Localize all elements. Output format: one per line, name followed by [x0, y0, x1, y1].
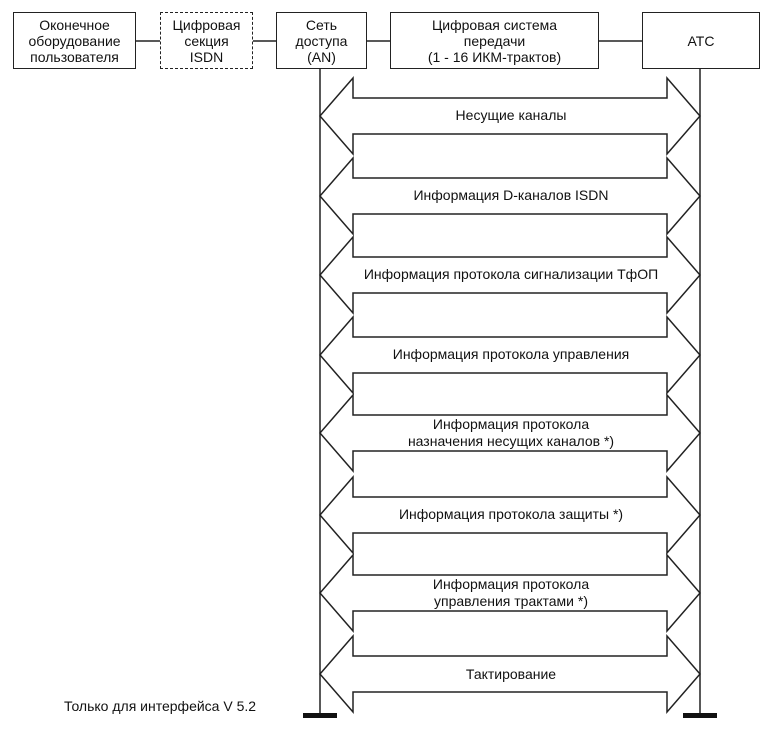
double-arrow-5 [319, 392, 701, 474]
terminal-equipment-label: Оконечное оборудование пользователя [28, 16, 121, 65]
terminal-equipment-box: Оконечное оборудование пользователя [13, 12, 136, 69]
flow-label-link-control: Информация протокола управления трактами… [432, 576, 590, 609]
footnote-v52-only: Только для интерфейса V 5.2 [64, 698, 257, 714]
exchange-box: АТС [642, 12, 760, 69]
double-arrow-4 [319, 314, 701, 396]
double-arrow-3 [319, 234, 701, 316]
transmission-system-box: Цифровая система передачи (1 - 16 ИКМ-тр… [390, 12, 599, 69]
access-network-box: Сеть доступа (AN) [276, 12, 367, 69]
transmission-system-label: Цифровая система передачи (1 - 16 ИКМ-тр… [427, 16, 562, 65]
ground-bar-exchange [683, 713, 717, 718]
flow-label-pstn-signalling: Информация протокола сигнализации ТфОП [363, 266, 659, 282]
access-network-label: Сеть доступа (AN) [295, 16, 348, 65]
double-arrow-8 [319, 633, 701, 715]
double-arrow-2 [319, 155, 701, 237]
isdn-section-box: Цифровая секция ISDN [160, 12, 253, 69]
flow-label-control-protocol: Информация протокола управления [392, 346, 630, 362]
flow-label-timing: Тактирование [465, 666, 557, 682]
flow-label-protection: Информация протокола защиты *) [398, 506, 624, 522]
isdn-section-label: Цифровая секция ISDN [172, 16, 241, 65]
double-arrow-7 [319, 552, 701, 634]
double-arrow-6 [319, 474, 701, 556]
exchange-label: АТС [687, 32, 715, 49]
double-arrow-1 [319, 75, 701, 157]
flow-label-isdn-d-channels: Информация D-каналов ISDN [413, 187, 609, 203]
flow-label-bearer-assignment: Информация протокола назначения несущих … [407, 416, 615, 449]
ground-bar-an [303, 713, 337, 718]
flow-label-bearer-channels: Несущие каналы [455, 107, 567, 123]
